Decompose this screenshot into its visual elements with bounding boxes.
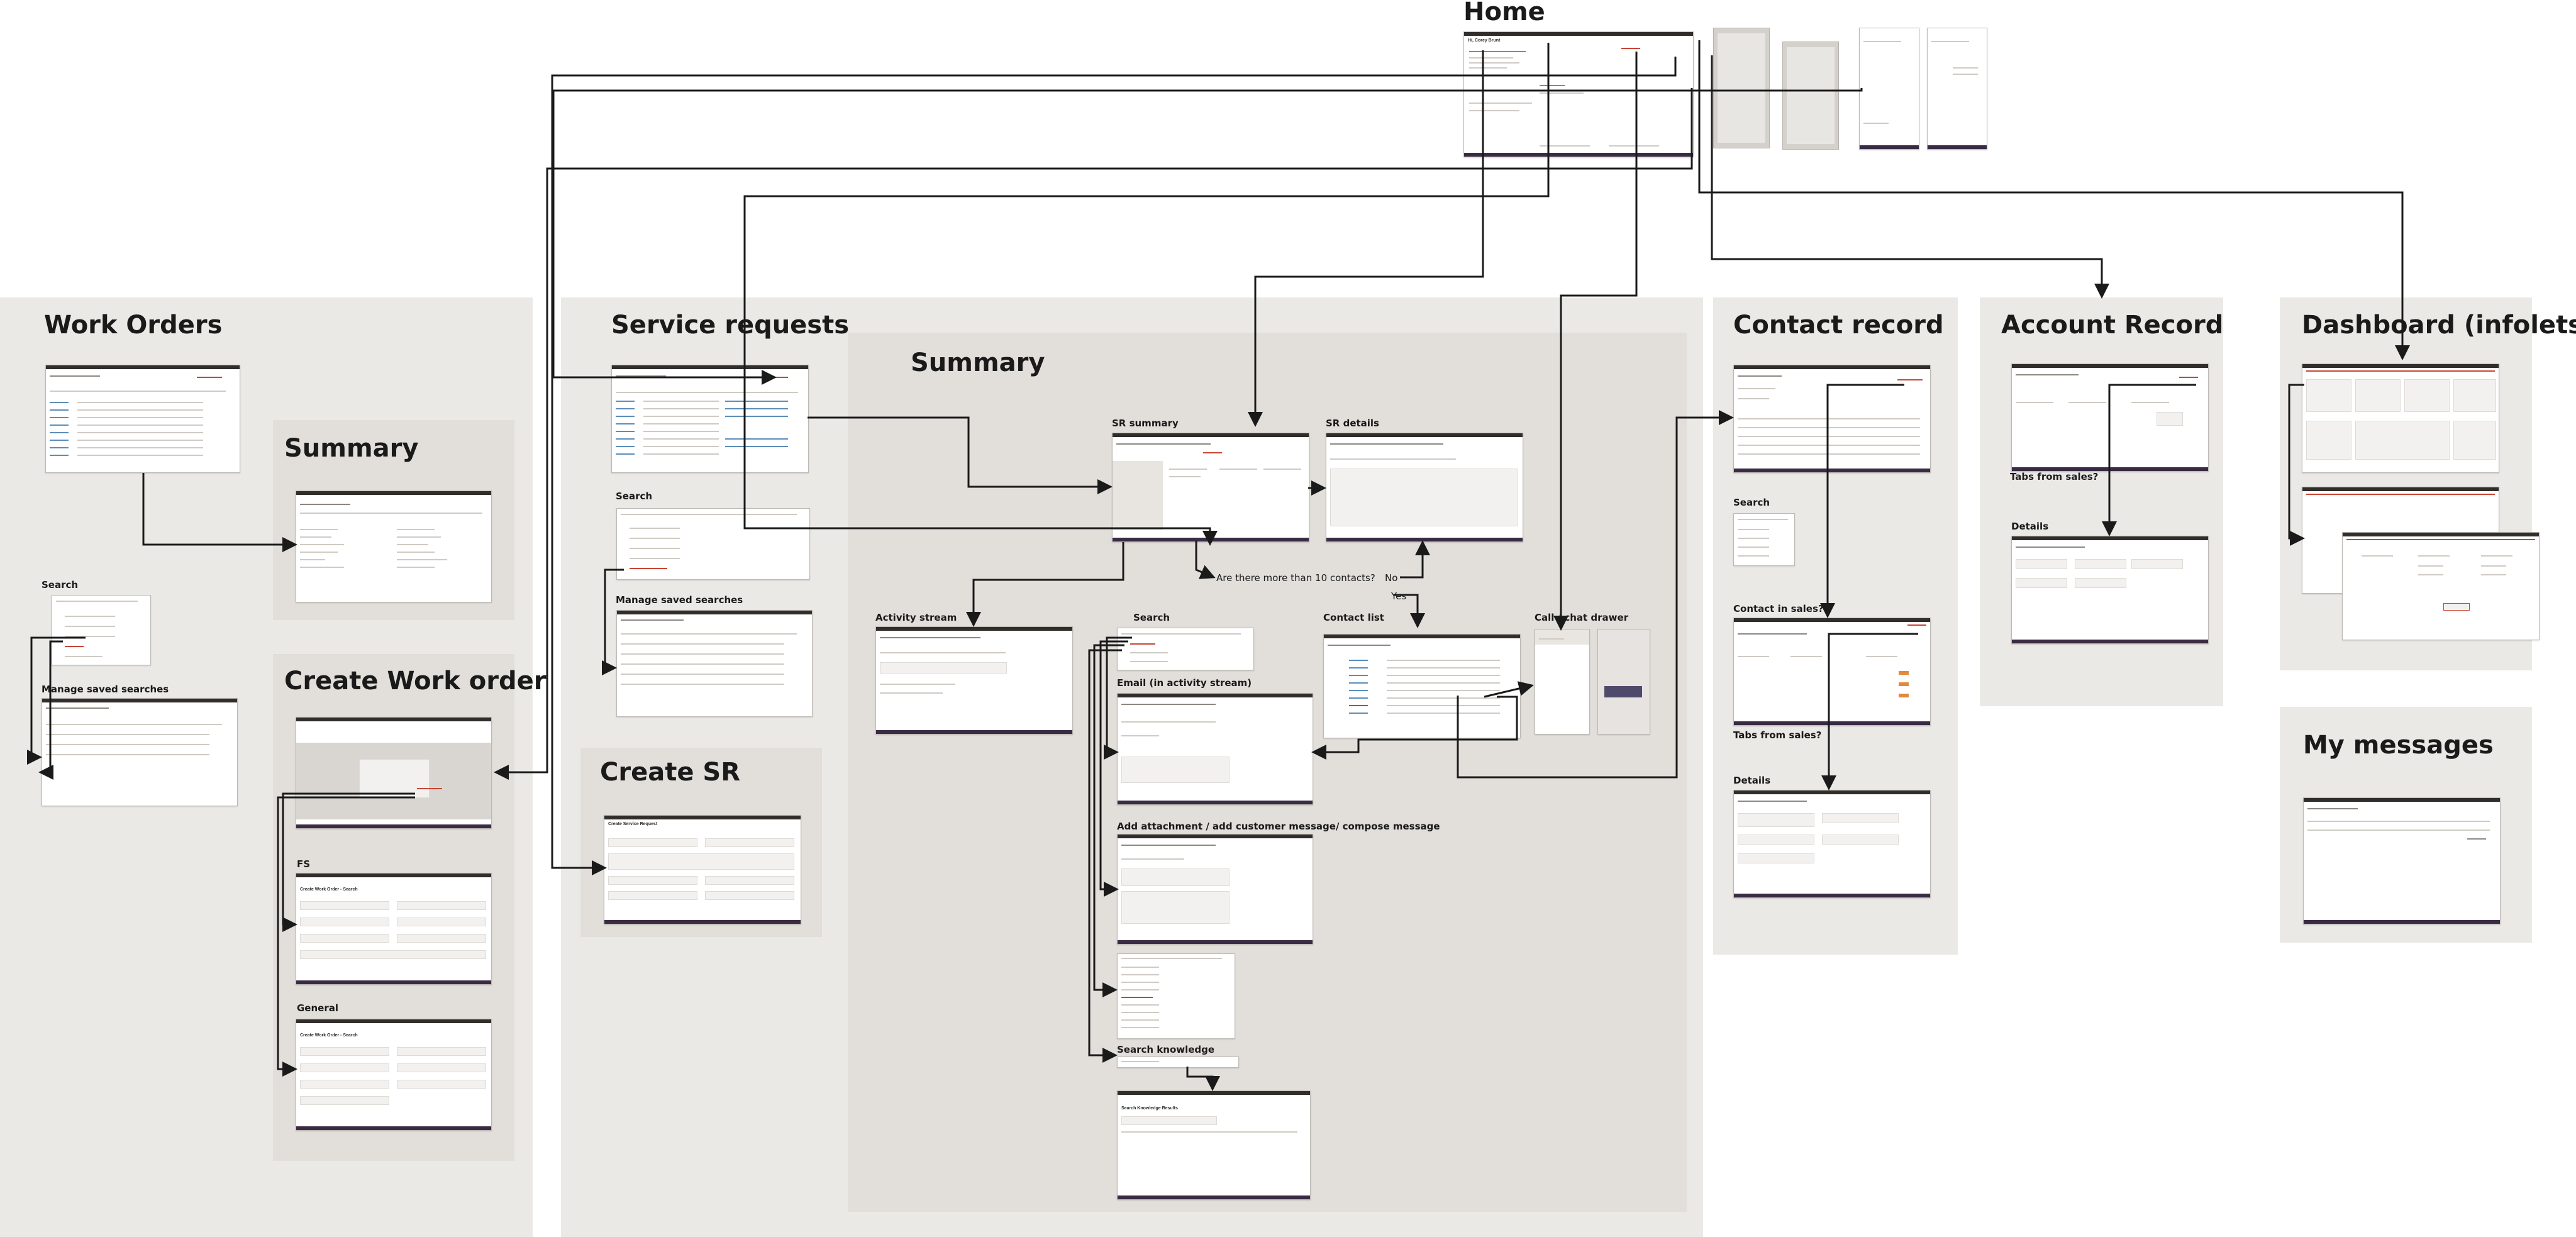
create-wo-general-screenshot: Create Work Order - Search [296,1019,492,1131]
home-title: Home [1463,0,1545,26]
contact-search-label: Search [1733,497,1770,508]
wo-summary-screenshot [296,491,492,602]
create-wo-screenshot [296,717,492,829]
dashboard-title: Dashboard (infolets) [2302,311,2576,340]
wo-search-screenshot [52,595,151,665]
sr-details-screenshot [1326,433,1523,542]
my-messages-screenshot [2303,797,2501,924]
home-phone-3 [1859,28,1919,150]
contact-list-label: Contact list [1323,612,1384,623]
add-attachment-screenshot [1117,834,1313,945]
create-sr-screenshot: Create Service Request [604,815,801,924]
home-greeting: Hi, Corey Brunt [1468,38,1501,43]
my-messages-title: My messages [2303,731,2494,760]
create-sr-title: Create SR [600,758,740,787]
email-activity-screenshot [1117,693,1313,805]
create-work-order-title: Create Work order [284,667,547,696]
activity-stream-screenshot [875,626,1073,735]
fs-label: FS [297,858,311,870]
call-drawer-screenshot-2 [1597,629,1650,735]
work-orders-title: Work Orders [44,311,223,340]
account-details-label: Details [2011,521,2049,532]
wo-manage-saved-label: Manage saved searches [42,684,169,695]
search-label: Search [1133,612,1170,623]
decision-question: Are there more than 10 contacts? [1214,572,1378,584]
contact-record-screenshot [1733,365,1931,473]
sr-search-screenshot [616,508,810,580]
contact-in-sales-screenshot [1733,618,1931,726]
contact-search-screenshot [1733,513,1795,566]
search-screenshot [1117,628,1254,670]
add-attachment-label: Add attachment / add customer message/ c… [1117,821,1440,832]
sr-summary-title: Summary [911,348,1045,377]
create-sr-thumb-title: Create Service Request [608,822,658,826]
dashboard-screenshot-3 [2342,532,2540,640]
account-record-title: Account Record [2001,311,2224,340]
service-requests-title: Service requests [611,311,850,340]
sr-manage-saved-label: Manage saved searches [616,594,743,606]
home-phone-1 [1713,28,1770,148]
create-wo-general-title: Create Work Order - Search [300,1033,358,1038]
contact-tabs-from-sales-label: Tabs from sales? [1733,729,1822,741]
dashboard-screenshot-1 [2302,363,2499,473]
create-wo-fs-screenshot: Create Work Order - Search [296,873,492,985]
account-tabs-from-sales-label: Tabs from sales? [2010,471,2099,482]
decision-no: No [1382,572,1401,584]
sr-search-label: Search [616,491,653,502]
sr-details-label: SR details [1326,418,1379,429]
contact-in-sales-label: Contact in sales? [1733,603,1824,614]
contact-details-label: Details [1733,775,1771,786]
home-phone-2 [1782,42,1839,150]
contact-details-screenshot [1733,790,1931,898]
wo-search-label: Search [42,579,79,591]
home-phone-4 [1927,28,1987,150]
home-screenshot: Hi, Corey Brunt [1463,31,1694,157]
knowledge-title: Search Knowledge Results [1121,1106,1178,1111]
account-details-screenshot [2011,536,2209,644]
wo-list-screenshot [45,365,240,473]
email-activity-label: Email (in activity stream) [1117,677,1252,689]
wo-summary-title: Summary [284,434,419,463]
search-knowledge-screenshot: Search Knowledge Results [1117,1090,1311,1200]
menu-screenshot [1117,953,1235,1039]
contact-list-screenshot [1323,634,1521,738]
activity-stream-label: Activity stream [875,612,957,623]
sr-manage-saved-screenshot [616,610,813,717]
general-label: General [297,1002,338,1014]
sr-summary-label: SR summary [1112,418,1179,429]
search-knowledge-label: Search knowledge [1117,1044,1215,1055]
decision-yes: Yes [1389,591,1409,602]
create-wo-fs-title: Create Work Order - Search [300,887,358,892]
contact-record-title: Contact record [1733,311,1944,340]
wo-manage-saved-screenshot [42,698,238,806]
